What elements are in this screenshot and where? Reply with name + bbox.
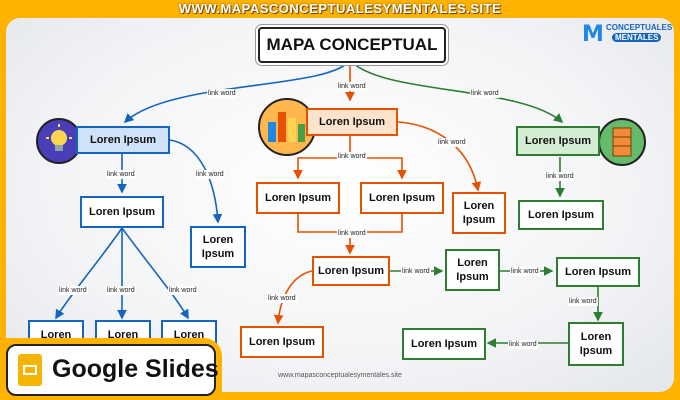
brand-logo-line1: CONCEPTUALES [606, 23, 673, 32]
link-word: link word [168, 286, 198, 295]
link-word: link word [568, 297, 598, 306]
link-word: link word [337, 82, 367, 91]
site-url-bottom: www.mapasconceptualesymentales.site [278, 372, 402, 379]
node-blue-side: Loren Ipsum [190, 226, 246, 268]
node-blue-main: Loren Ipsum [76, 126, 170, 154]
node-green-low: Loren Ipsum [568, 322, 624, 366]
link-word: link word [401, 267, 431, 276]
link-word: link word [207, 89, 237, 98]
link-word: link word [470, 89, 500, 98]
map-title: MAPA CONCEPTUAL [258, 27, 446, 63]
node-green-mid: Loren Ipsum [445, 249, 500, 291]
node-label: Loren Ipsum [201, 234, 235, 260]
node-orange-bottom: Loren Ipsum [240, 326, 324, 358]
google-slides-icon [18, 354, 42, 386]
link-word: link word [195, 170, 225, 179]
link-word: link word [267, 294, 297, 303]
link-word: link word [58, 286, 88, 295]
link-word: link word [508, 340, 538, 349]
cabinet-icon [598, 118, 646, 166]
node-green-main: Loren Ipsum [516, 126, 600, 156]
node-green-right: Loren Ipsum [556, 257, 640, 287]
node-orange-side: Loren Ipsum [452, 192, 506, 234]
link-word: link word [337, 229, 367, 238]
link-word: link word [545, 172, 575, 181]
google-slides-badge-inner: Google Slides [6, 344, 219, 396]
brand-logo: M CONCEPTUALES MENTALES [582, 20, 678, 48]
node-orange-main: Loren Ipsum [306, 108, 398, 136]
link-word: link word [437, 138, 467, 147]
link-word: link word [337, 152, 367, 161]
link-word: link word [106, 286, 136, 295]
node-orange-center: Loren Ipsum [312, 256, 390, 286]
brand-logo-line2: MENTALES [612, 33, 662, 42]
node-orange-right: Loren Ipsum [360, 182, 444, 214]
link-word: link word [510, 267, 540, 276]
node-green-bottom: Loren Ipsum [402, 328, 486, 360]
brand-logo-mark: M [582, 22, 604, 47]
site-url-top: WWW.MAPASCONCEPTUALESYMENTALES.SITE [178, 1, 502, 16]
google-slides-label: Google Slides [52, 355, 219, 383]
google-slides-badge: Google Slides [0, 338, 222, 400]
node-blue-sub: Loren Ipsum [80, 196, 164, 228]
link-word: link word [106, 170, 136, 179]
node-green-sub: Loren Ipsum [518, 200, 604, 230]
node-orange-left: Loren Ipsum [256, 182, 340, 214]
lightbulb-icon [36, 118, 82, 164]
